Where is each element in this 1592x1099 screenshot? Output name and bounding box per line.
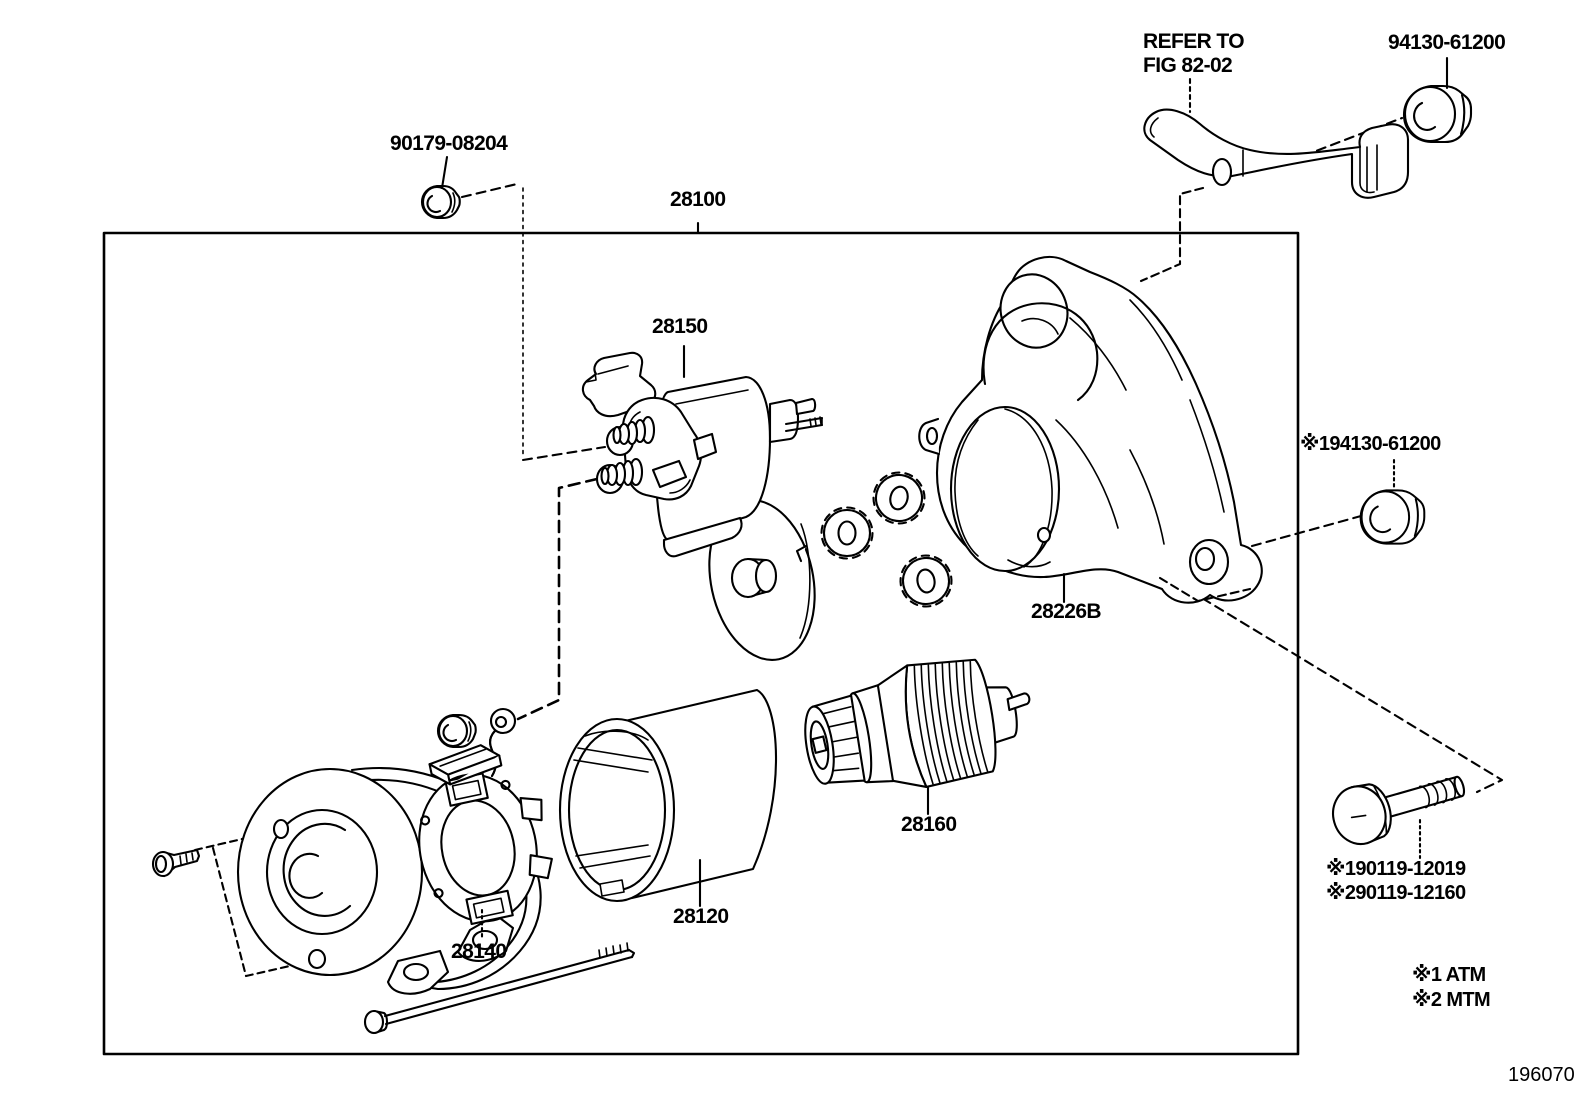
- starter-clutch-drawing: [804, 658, 1031, 788]
- refer-note[interactable]: REFER TO FIG 82-02: [1143, 30, 1245, 78]
- part-label-mount-bolt-atm[interactable]: ※190119-12019: [1326, 858, 1466, 880]
- through-bolt-drawing: [363, 942, 636, 1035]
- housing-nut-drawing: [1359, 489, 1426, 545]
- part-label-terminal-nut[interactable]: 90179-08204: [390, 132, 508, 155]
- label-ticks: [440, 56, 1449, 942]
- planet-gear-3: [895, 550, 957, 612]
- part-label-field-frame[interactable]: 28120: [673, 905, 729, 928]
- figure-border: [102, 231, 1300, 1056]
- figure-code: 196070: [1508, 1064, 1575, 1086]
- part-label-bracket-nut[interactable]: 94130-61200: [1388, 31, 1506, 54]
- refer-note-line1: REFER TO: [1143, 30, 1245, 53]
- mounting-bracket-drawing: [1143, 108, 1410, 199]
- part-label-starter-assembly[interactable]: 28100: [670, 188, 726, 211]
- part-label-magnetic-switch[interactable]: 28150: [652, 315, 708, 338]
- part-label-brush-holder[interactable]: 28140: [451, 940, 507, 963]
- refer-note-line2: FIG 82-02: [1143, 54, 1233, 77]
- magnetic-switch-drawing: [581, 351, 824, 558]
- legend-item-mtm: ※2 MTM: [1412, 989, 1491, 1011]
- terminal-nut-drawing: [420, 184, 461, 220]
- part-label-mount-bolt-mtm[interactable]: ※290119-12160: [1326, 882, 1466, 904]
- part-label-housing-nut[interactable]: ※194130-61200: [1300, 433, 1441, 455]
- planet-gear-2: [867, 466, 931, 530]
- field-frame-drawing: [558, 688, 778, 903]
- mounting-bolt-drawing: [1332, 775, 1466, 846]
- leader-lines: [193, 77, 1504, 978]
- legend-item-atm: ※1 ATM: [1412, 964, 1486, 986]
- part-label-starter-clutch[interactable]: 28160: [901, 813, 957, 836]
- brush-holder-drawing: [418, 707, 553, 926]
- bracket-nut-drawing: [1402, 84, 1473, 144]
- part-label-starter-housing[interactable]: 28226B: [1031, 600, 1102, 623]
- end-frame-screw-drawing: [151, 848, 201, 878]
- planet-gear-1: [820, 506, 874, 560]
- starter-housing-drawing: [918, 256, 1263, 604]
